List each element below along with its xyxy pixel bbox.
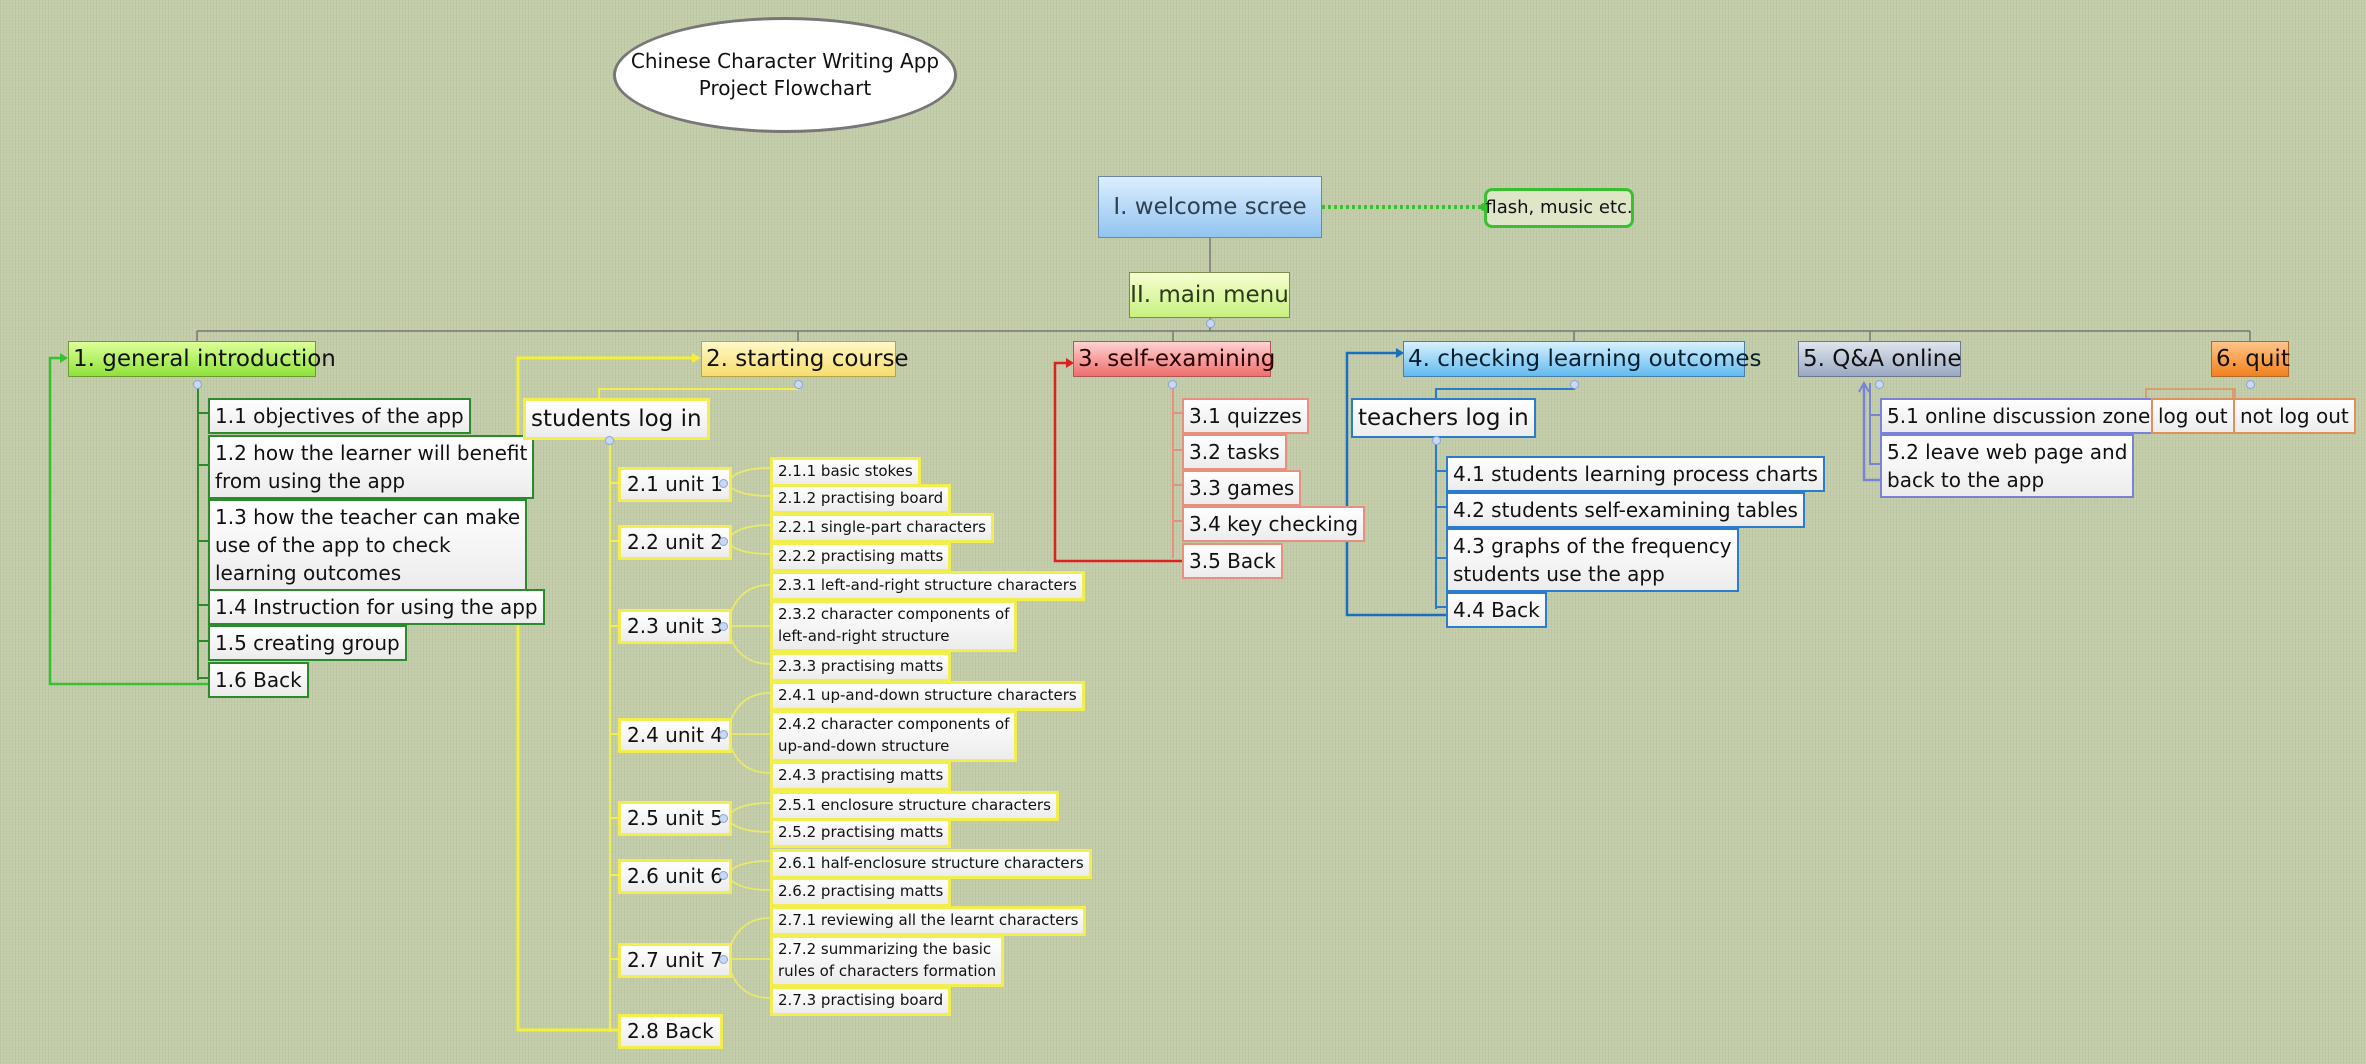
diagram-title: Chinese Character Writing App Project Fl…: [613, 17, 957, 133]
lesson-2-4-1[interactable]: 2.4.1 up-and-down structure characters: [770, 681, 1085, 711]
unit-2-8-back[interactable]: 2.8 Back: [618, 1014, 723, 1049]
unit-2-2[interactable]: 2.2 unit 2: [618, 525, 732, 560]
collapse-toggle-icon[interactable]: [719, 871, 728, 880]
topic-line: 1.2 how the learner will benefit: [215, 441, 528, 465]
topic-4-1[interactable]: 4.1 students learning process charts: [1446, 456, 1825, 492]
topic-1-6-back[interactable]: 1.6 Back: [208, 662, 309, 698]
topic-line: 4.3 graphs of the frequency: [1453, 534, 1732, 558]
topic-3-4[interactable]: 3.4 key checking: [1182, 506, 1366, 542]
topic-4-2[interactable]: 4.2 students self-examining tables: [1446, 492, 1805, 528]
branch-checking-learning-outcomes[interactable]: 4. checking learning outcomes: [1403, 341, 1762, 377]
lesson-2-6-1[interactable]: 2.6.1 half-enclosure structure character…: [770, 849, 1092, 879]
collapse-toggle-icon[interactable]: [1432, 436, 1441, 445]
collapse-toggle-icon[interactable]: [605, 436, 614, 445]
lesson-2-4-3[interactable]: 2.4.3 practising matts: [770, 761, 952, 791]
lesson-2-3-3[interactable]: 2.3.3 practising matts: [770, 652, 952, 682]
lesson-2-5-1[interactable]: 2.5.1 enclosure structure characters: [770, 791, 1059, 821]
unit-2-5[interactable]: 2.5 unit 5: [618, 801, 732, 836]
collapse-toggle-icon[interactable]: [719, 955, 728, 964]
lesson-2-7-3[interactable]: 2.7.3 practising board: [770, 986, 952, 1016]
topic-line: 1.3 how the teacher can make: [215, 505, 521, 529]
topic-1-4[interactable]: 1.4 Instruction for using the app: [208, 589, 545, 625]
topic-1-2[interactable]: 1.2 how the learner will benefit from us…: [208, 435, 535, 499]
topic-3-2[interactable]: 3.2 tasks: [1182, 434, 1287, 470]
topic-line: 2.7.2 summarizing the basic: [778, 940, 992, 958]
lesson-2-1-2[interactable]: 2.1.2 practising board: [770, 484, 952, 514]
collapse-toggle-icon[interactable]: [1570, 380, 1579, 389]
unit-2-3[interactable]: 2.3 unit 3: [618, 609, 732, 644]
collapse-toggle-icon[interactable]: [2246, 380, 2255, 389]
topic-line: use of the app to check: [215, 533, 451, 557]
teachers-login-node[interactable]: teachers log in: [1351, 398, 1536, 439]
lesson-2-1-1[interactable]: 2.1.1 basic stokes: [770, 457, 921, 487]
lesson-2-7-1[interactable]: 2.7.1 reviewing all the learnt character…: [770, 906, 1087, 936]
branch-starting-course[interactable]: 2. starting course: [701, 341, 909, 377]
collapse-toggle-icon[interactable]: [719, 730, 728, 739]
not-log-out-option[interactable]: not log out: [2233, 398, 2356, 434]
topic-line: 2.4.2 character components of: [778, 715, 1010, 733]
topic-4-3[interactable]: 4.3 graphs of the frequency students use…: [1446, 528, 1739, 592]
topic-3-5-back[interactable]: 3.5 Back: [1182, 543, 1283, 579]
branch-general-introduction[interactable]: 1. general introduction: [68, 341, 336, 377]
lesson-2-2-2[interactable]: 2.2.2 practising matts: [770, 542, 952, 572]
topic-line: from using the app: [215, 469, 406, 493]
topic-line: 2.3.2 character components of: [778, 605, 1010, 623]
title-line-2: Project Flowchart: [698, 76, 872, 100]
welcome-note-callout[interactable]: flash, music etc.: [1484, 188, 1634, 228]
topic-line: up-and-down structure: [778, 736, 950, 755]
lesson-2-4-2[interactable]: 2.4.2 character components of up-and-dow…: [770, 710, 1018, 762]
collapse-toggle-icon[interactable]: [719, 814, 728, 823]
collapse-toggle-icon[interactable]: [794, 380, 803, 389]
welcome-screen-node[interactable]: I. welcome scree: [1098, 176, 1322, 238]
main-menu-node[interactable]: II. main menu: [1129, 272, 1290, 318]
topic-5-1[interactable]: 5.1 online discussion zone: [1880, 398, 2158, 434]
unit-2-4[interactable]: 2.4 unit 4: [618, 718, 732, 753]
topic-line: rules of characters formation: [778, 961, 997, 980]
topic-line: students use the app: [1453, 562, 1665, 586]
topic-line: 5.2 leave web page and: [1887, 440, 2128, 464]
collapse-toggle-icon[interactable]: [1168, 380, 1177, 389]
collapse-toggle-icon[interactable]: [719, 622, 728, 631]
topic-1-1[interactable]: 1.1 objectives of the app: [208, 398, 471, 434]
branch-self-examining[interactable]: 3. self-examining: [1073, 341, 1275, 377]
collapse-toggle-icon[interactable]: [1875, 380, 1884, 389]
lesson-2-2-1[interactable]: 2.2.1 single-part characters: [770, 513, 994, 543]
collapse-toggle-icon[interactable]: [1206, 319, 1215, 328]
collapse-toggle-icon[interactable]: [193, 380, 202, 389]
lesson-2-7-2[interactable]: 2.7.2 summarizing the basic rules of cha…: [770, 935, 1005, 987]
collapse-toggle-icon[interactable]: [719, 537, 728, 546]
students-login-node[interactable]: students log in: [523, 398, 710, 441]
topic-3-3[interactable]: 3.3 games: [1182, 470, 1302, 506]
topic-5-2[interactable]: 5.2 leave web page and back to the app: [1880, 434, 2135, 498]
unit-2-7[interactable]: 2.7 unit 7: [618, 943, 732, 978]
branch-quit[interactable]: 6. quit: [2211, 341, 2290, 377]
topic-line: learning outcomes: [215, 561, 402, 585]
unit-2-6[interactable]: 2.6 unit 6: [618, 859, 732, 894]
topic-line: left-and-right structure: [778, 626, 950, 645]
lesson-2-5-2[interactable]: 2.5.2 practising matts: [770, 818, 952, 848]
topic-line: back to the app: [1887, 468, 2045, 492]
unit-2-1[interactable]: 2.1 unit 1: [618, 467, 732, 502]
log-out-option[interactable]: log out: [2151, 398, 2235, 434]
topic-4-4-back[interactable]: 4.4 Back: [1446, 592, 1547, 628]
topic-1-3[interactable]: 1.3 how the teacher can make use of the …: [208, 499, 528, 591]
topic-1-5[interactable]: 1.5 creating group: [208, 625, 407, 661]
collapse-toggle-icon[interactable]: [719, 479, 728, 488]
lesson-2-6-2[interactable]: 2.6.2 practising matts: [770, 877, 952, 907]
branch-qa-online[interactable]: 5. Q&A online: [1798, 341, 1962, 377]
topic-3-1[interactable]: 3.1 quizzes: [1182, 398, 1309, 434]
lesson-2-3-2[interactable]: 2.3.2 character components of left-and-r…: [770, 600, 1018, 652]
title-line-1: Chinese Character Writing App: [630, 49, 940, 73]
lesson-2-3-1[interactable]: 2.3.1 left-and-right structure character…: [770, 571, 1085, 601]
